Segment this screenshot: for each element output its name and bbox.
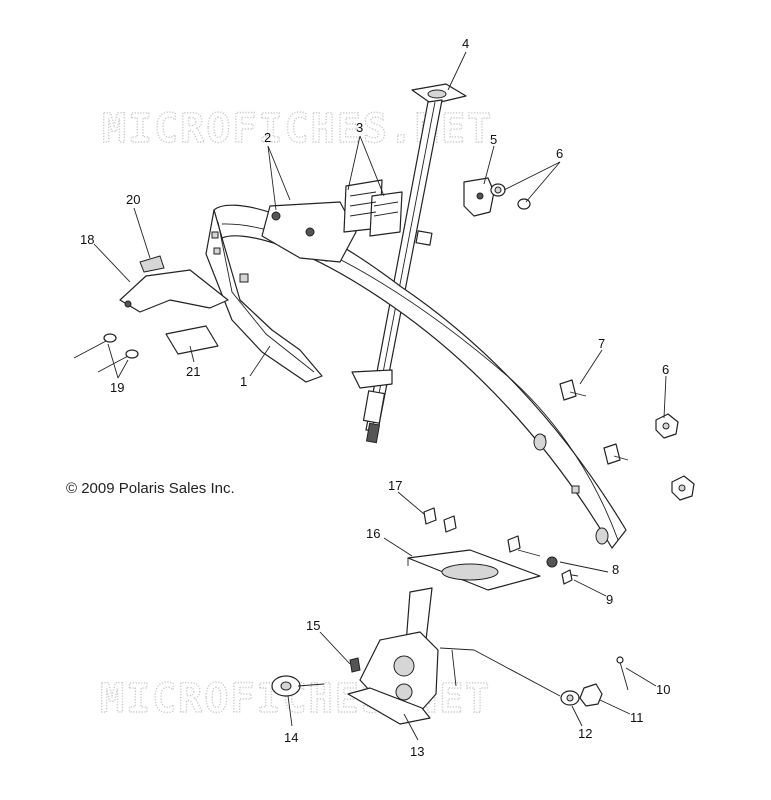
callout-9: 9 xyxy=(606,592,613,607)
copyright-notice: © 2009 Polaris Sales Inc. xyxy=(66,480,235,497)
rivets-part-19 xyxy=(73,333,139,373)
nuts-part-6 xyxy=(655,413,695,501)
frame-rail xyxy=(205,204,627,549)
callout-1: 1 xyxy=(240,374,247,389)
callout-15: 15 xyxy=(306,618,320,633)
callout-6-top: 6 xyxy=(556,146,563,161)
plate-part-16 xyxy=(407,549,541,591)
clips-part-3 xyxy=(343,179,403,237)
callout-20: 20 xyxy=(126,192,140,207)
bracket-part-18 xyxy=(119,255,229,313)
callout-labels: 4 2 3 5 6 20 18 19 21 1 7 6 17 16 8 9 15… xyxy=(80,36,670,759)
callout-6-right: 6 xyxy=(662,362,669,377)
callout-7: 7 xyxy=(598,336,605,351)
bushings-part-6-top xyxy=(490,183,531,210)
post-bracket-part-13 xyxy=(347,587,439,725)
callout-18: 18 xyxy=(80,232,94,247)
steering-column xyxy=(351,83,467,444)
bolts-part-7 xyxy=(559,379,629,465)
callout-3: 3 xyxy=(356,120,363,135)
label-part-21 xyxy=(165,325,219,355)
fasteners-17-8-9 xyxy=(423,507,579,585)
callout-21: 21 xyxy=(186,364,200,379)
callout-17: 17 xyxy=(388,478,402,493)
callout-14: 14 xyxy=(284,730,298,745)
callout-2: 2 xyxy=(264,130,271,145)
callout-13: 13 xyxy=(410,744,424,759)
callout-5: 5 xyxy=(490,132,497,147)
callout-8: 8 xyxy=(612,562,619,577)
callout-12: 12 xyxy=(578,726,592,741)
bracket-part-2 xyxy=(261,201,357,263)
callout-11: 11 xyxy=(630,710,644,725)
eyebolt-part-14 xyxy=(271,657,361,697)
callout-16: 16 xyxy=(366,526,380,541)
callout-4: 4 xyxy=(462,36,469,51)
leader-lines xyxy=(93,51,667,741)
callout-19: 19 xyxy=(110,380,124,395)
hardware-10-11-12 xyxy=(439,647,629,707)
bracket-part-5 xyxy=(463,177,495,217)
callout-10: 10 xyxy=(656,682,670,697)
